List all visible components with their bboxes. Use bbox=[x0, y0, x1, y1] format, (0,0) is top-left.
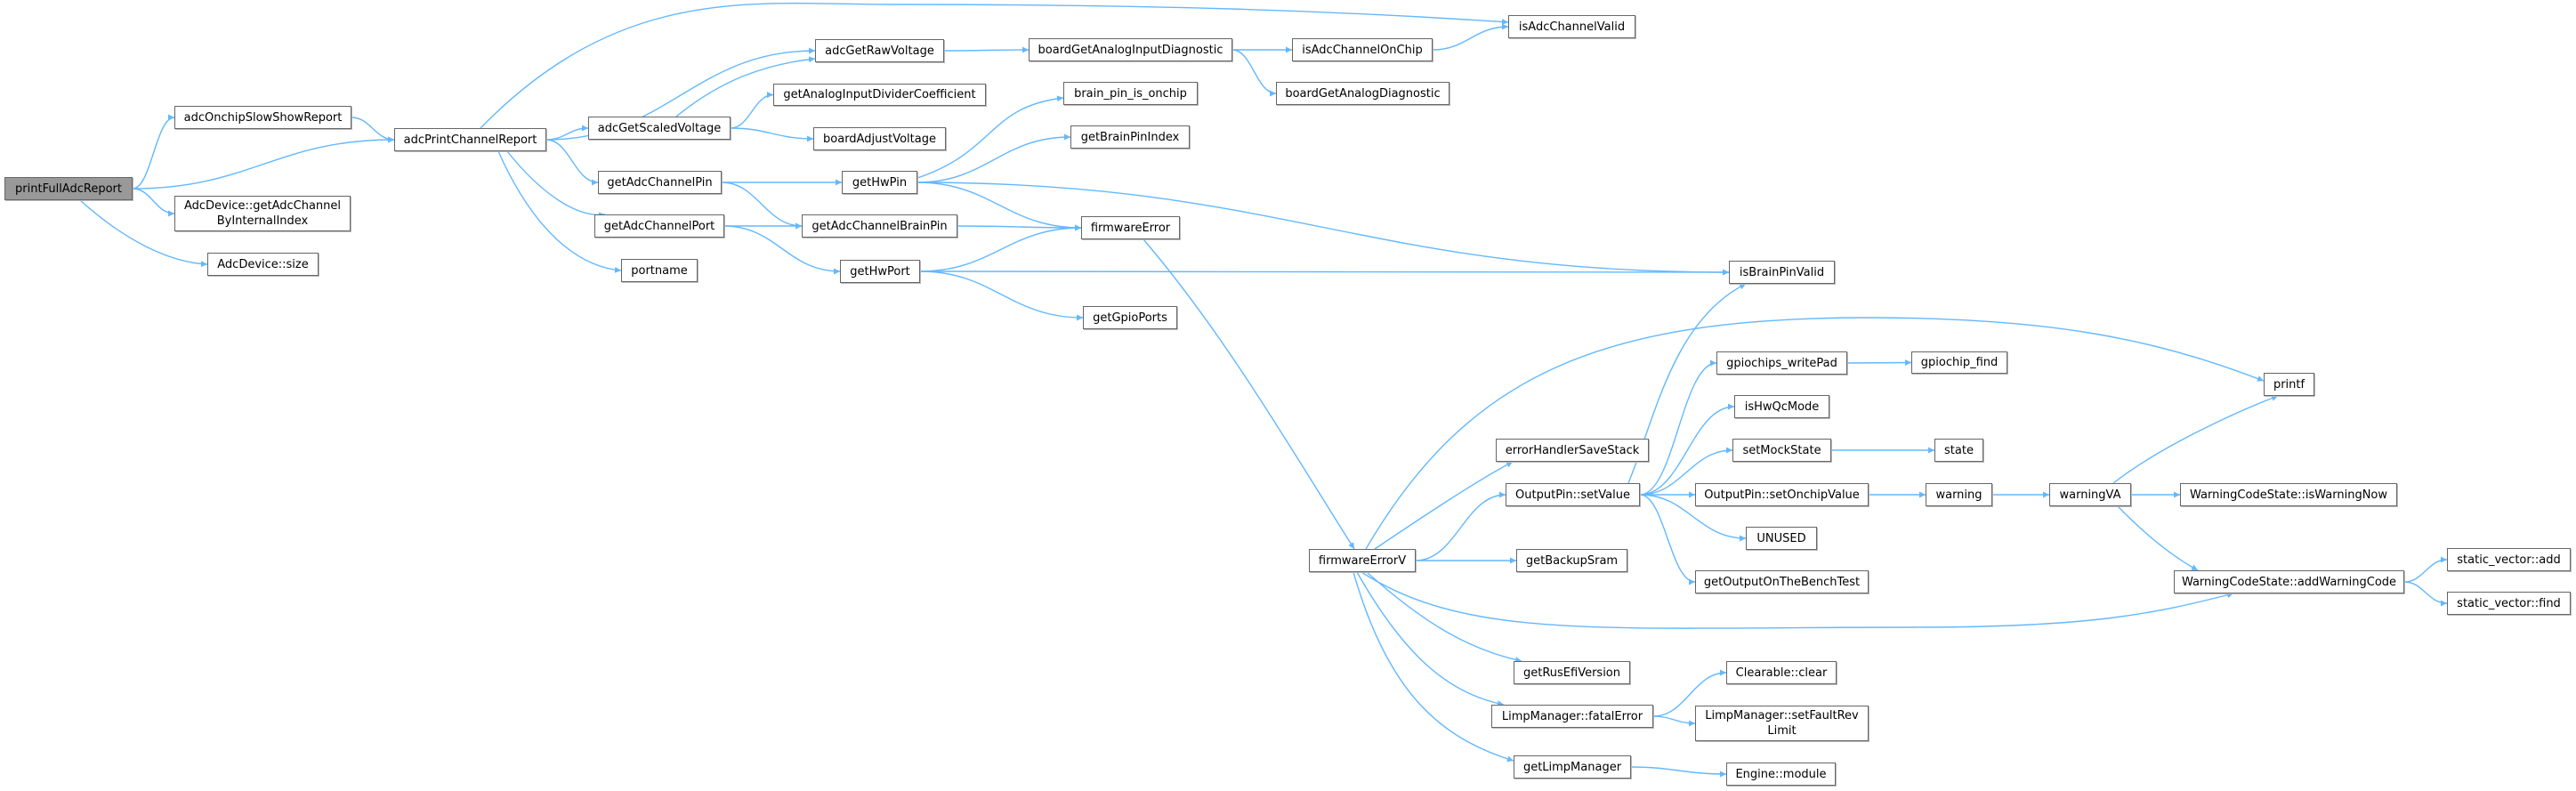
node-isWarningNow[interactable]: WarningCodeState::isWarningNow bbox=[2180, 483, 2397, 506]
edge-getLimpManager-to-engineModule bbox=[1630, 766, 1727, 778]
node-svAdd[interactable]: static_vector::add bbox=[2447, 548, 2571, 571]
node-getAdcChannelPort[interactable]: getAdcChannelPort bbox=[594, 214, 724, 238]
edge-getHwPin-to-getBrainPinIndex bbox=[917, 133, 1071, 183]
node-getHwPin[interactable]: getHwPin bbox=[842, 171, 917, 194]
node-printf[interactable]: printf bbox=[2264, 373, 2314, 396]
node-portname[interactable]: portname bbox=[621, 259, 698, 282]
node-getBrainPinIndex[interactable]: getBrainPinIndex bbox=[1070, 125, 1190, 149]
edge-adcGetScaledVoltage-to-adcGetRawVoltage bbox=[675, 56, 816, 117]
node-adcGetRawVoltage[interactable]: adcGetRawVoltage bbox=[815, 39, 944, 62]
node-AdcDeviceSize[interactable]: AdcDevice::size bbox=[207, 253, 319, 276]
node-getBackupSram[interactable]: getBackupSram bbox=[1516, 549, 1627, 572]
node-fatalError[interactable]: LimpManager::fatalError bbox=[1491, 705, 1653, 728]
edge-printFullAdcReport-to-AdcDeviceSize bbox=[79, 199, 208, 268]
edge-getAdcChannelBrainPin-to-firmwareError bbox=[957, 224, 1082, 231]
edge-warningVA-to-printf bbox=[2112, 395, 2279, 484]
edge-getHwPort-to-firmwareError bbox=[919, 224, 1082, 272]
edge-printFullAdcReport-to-getAdcChannelByInternalIndex bbox=[132, 188, 175, 217]
edge-adcGetScaledVoltage-to-boardAdjustVoltage bbox=[730, 127, 814, 142]
edge-boardGetAnalogInputDiagnostic-to-boardGetAnalogDiagnostic bbox=[1231, 49, 1277, 97]
node-warningVA[interactable]: warningVA bbox=[2049, 483, 2131, 506]
node-getHwPort[interactable]: getHwPort bbox=[840, 260, 920, 283]
node-getLimpManager[interactable]: getLimpManager bbox=[1514, 755, 1631, 779]
node-isHwQcMode[interactable]: isHwQcMode bbox=[1734, 395, 1829, 418]
edge-printFullAdcReport-to-adcOnchipSlowShowReport bbox=[132, 114, 175, 190]
edge-adcGetRawVoltage-to-boardGetAnalogInputDiagnostic bbox=[943, 46, 1030, 53]
node-boardAdjustVoltage[interactable]: boardAdjustVoltage bbox=[813, 127, 946, 150]
node-isBrainPinValid[interactable]: isBrainPinValid bbox=[1729, 261, 1835, 284]
node-getAnalogInputDividerCoefficient[interactable]: getAnalogInputDividerCoefficient bbox=[773, 84, 986, 106]
node-firmwareError[interactable]: firmwareError bbox=[1081, 216, 1180, 239]
edge-adcGetScaledVoltage-to-getAnalogInputDividerCoefficient bbox=[730, 92, 774, 129]
node-adcOnchipSlowShowReport[interactable]: adcOnchipSlowShowReport bbox=[174, 106, 351, 129]
edge-firmwareErrorV-to-fatalError bbox=[1356, 571, 1505, 707]
edge-adcOnchipSlowShowReport-to-adcPrintChannelReport bbox=[351, 117, 395, 143]
edge-warningVA-to-addWarningCode bbox=[2117, 505, 2199, 571]
node-isAdcChannelValid[interactable]: isAdcChannelValid bbox=[1508, 15, 1635, 38]
edge-firmwareErrorV-to-setValue bbox=[1415, 491, 1506, 561]
node-warning[interactable]: warning bbox=[1926, 483, 1992, 506]
edge-firmwareErrorV-to-printf bbox=[1365, 317, 2265, 550]
edge-firmwareErrorV-to-getLimpManager bbox=[1353, 571, 1514, 763]
edge-firmwareErrorV-to-getRusEfiVersion bbox=[1366, 571, 1522, 663]
edge-setValue-to-gpiochips_writePad bbox=[1639, 359, 1717, 496]
node-getAdcChannelBrainPin[interactable]: getAdcChannelBrainPin bbox=[802, 214, 957, 238]
edge-firmwareErrorV-to-addWarningCode bbox=[1361, 571, 2234, 629]
node-gpiochips_writePad[interactable]: gpiochips_writePad bbox=[1716, 351, 1847, 375]
node-firmwareErrorV[interactable]: firmwareErrorV bbox=[1309, 549, 1416, 572]
edge-setValue-to-setMockState bbox=[1639, 447, 1733, 496]
edge-adcPrintChannelReport-to-portname bbox=[497, 150, 622, 273]
node-svFind[interactable]: static_vector::find bbox=[2447, 592, 2571, 615]
node-setOnchipValue[interactable]: OutputPin::setOnchipValue bbox=[1695, 483, 1869, 506]
edge-getAdcChannelPin-to-getAdcChannelBrainPin bbox=[721, 182, 803, 230]
edge-firmwareErrorV-to-errorHandlerSaveStack bbox=[1374, 461, 1514, 550]
edge-getHwPin-to-brain_pin_is_onchip bbox=[917, 95, 1064, 179]
edge-setValue-to-getOutputOnTheBenchTest bbox=[1639, 494, 1696, 585]
edge-adcPrintChannelReport-to-isAdcChannelValid bbox=[480, 2, 1509, 129]
node-setFaultRevLimit[interactable]: LimpManager::setFaultRev Limit bbox=[1695, 706, 1869, 741]
edge-adcPrintChannelReport-to-getAdcChannelPin bbox=[545, 139, 599, 186]
edge-firmwareError-to-firmwareErrorV bbox=[1143, 238, 1355, 550]
node-errorHandlerSaveStack[interactable]: errorHandlerSaveStack bbox=[1496, 439, 1649, 462]
node-getAdcChannelPin[interactable]: getAdcChannelPin bbox=[598, 171, 722, 194]
node-setValue[interactable]: OutputPin::setValue bbox=[1506, 483, 1640, 506]
edge-setValue-to-UNUSED bbox=[1639, 494, 1747, 542]
node-setMockState[interactable]: setMockState bbox=[1732, 439, 1831, 462]
edge-getHwPort-to-getGpioPorts bbox=[919, 270, 1084, 321]
edge-gpiochips_writePad-to-gpiochip_find bbox=[1846, 359, 1912, 367]
node-isAdcChannelOnChip[interactable]: isAdcChannelOnChip bbox=[1292, 38, 1433, 61]
node-engineModule[interactable]: Engine::module bbox=[1726, 763, 1836, 786]
node-getOutputOnTheBenchTest[interactable]: getOutputOnTheBenchTest bbox=[1695, 570, 1869, 593]
node-adcPrintChannelReport[interactable]: adcPrintChannelReport bbox=[394, 128, 546, 151]
edge-getHwPin-to-isBrainPinValid bbox=[917, 182, 1730, 276]
edge-isAdcChannelOnChip-to-isAdcChannelValid bbox=[1432, 23, 1509, 51]
edge-adcPrintChannelReport-to-adcGetScaledVoltage bbox=[545, 125, 589, 141]
edge-fatalError-to-setFaultRevLimit bbox=[1652, 715, 1696, 727]
node-adcGetScaledVoltage[interactable]: adcGetScaledVoltage bbox=[588, 117, 731, 140]
edge-getHwPin-to-firmwareError bbox=[917, 182, 1082, 231]
node-boardGetAnalogInputDiagnostic[interactable]: boardGetAnalogInputDiagnostic bbox=[1029, 38, 1232, 61]
node-UNUSED[interactable]: UNUSED bbox=[1746, 527, 1817, 550]
edge-setValue-to-isHwQcMode bbox=[1639, 403, 1735, 496]
node-gpiochip_find[interactable]: gpiochip_find bbox=[1911, 351, 2007, 374]
node-brain_pin_is_onchip[interactable]: brain_pin_is_onchip bbox=[1063, 82, 1198, 105]
edge-printFullAdcReport-to-adcPrintChannelReport bbox=[132, 136, 395, 190]
node-state[interactable]: state bbox=[1934, 439, 1983, 462]
edge-addWarningCode-to-svFind bbox=[2403, 581, 2448, 607]
node-addWarningCode[interactable]: WarningCodeState::addWarningCode bbox=[2174, 570, 2404, 593]
edge-fatalError-to-clearableClear bbox=[1652, 669, 1727, 717]
edge-addWarningCode-to-svAdd bbox=[2403, 556, 2448, 583]
node-getAdcChannelByInternalIndex[interactable]: AdcDevice::getAdcChannel ByInternalIndex bbox=[174, 196, 351, 231]
edge-getHwPort-to-isBrainPinValid bbox=[919, 269, 1730, 276]
node-boardGetAnalogDiagnostic[interactable]: boardGetAnalogDiagnostic bbox=[1276, 82, 1450, 105]
edge-adcPrintChannelReport-to-getAdcChannelPort bbox=[506, 150, 606, 219]
edge-getAdcChannelPort-to-getHwPort bbox=[723, 225, 841, 275]
node-getRusEfiVersion[interactable]: getRusEfiVersion bbox=[1514, 661, 1630, 684]
node-clearableClear[interactable]: Clearable::clear bbox=[1726, 661, 1837, 684]
node-getGpioPorts[interactable]: getGpioPorts bbox=[1083, 306, 1177, 329]
node-printFullAdcReport[interactable]: printFullAdcReport bbox=[4, 177, 133, 200]
